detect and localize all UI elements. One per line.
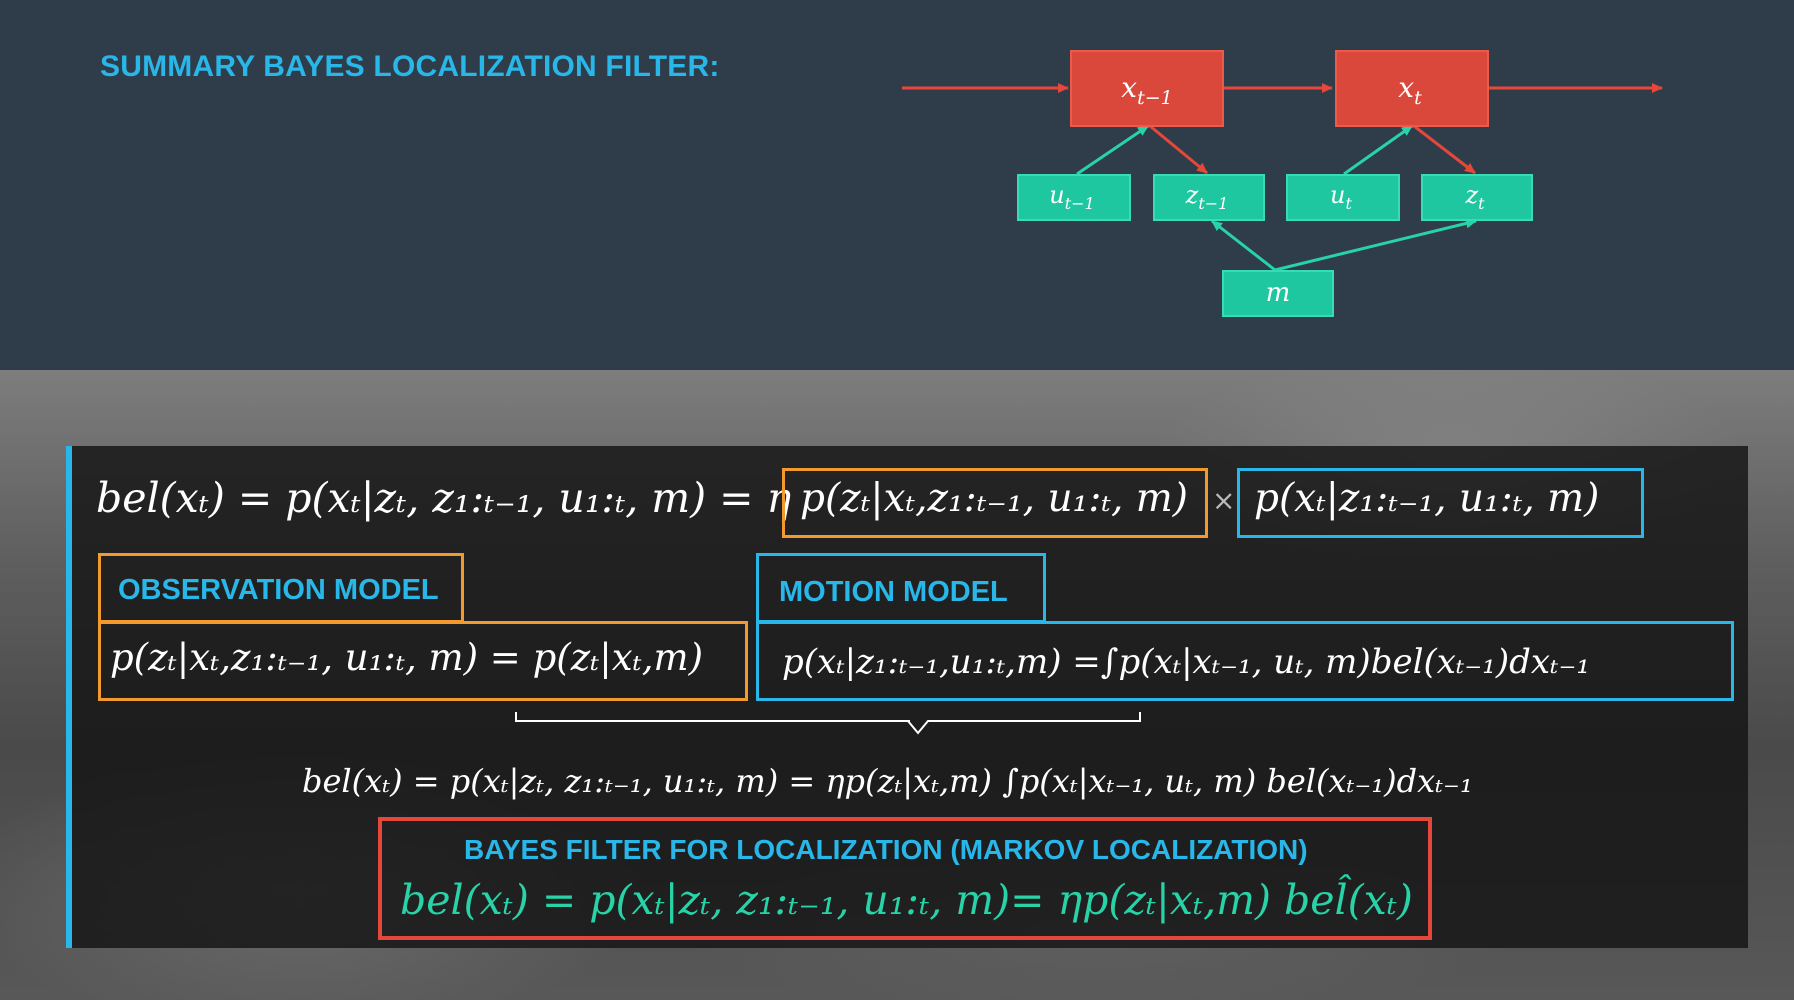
arrow-xcurr-zcurr	[1413, 124, 1476, 175]
node-u-prev: ut−1	[1017, 174, 1131, 221]
main-obs-box	[782, 468, 1208, 538]
node-z-prev: zt−1	[1153, 174, 1265, 221]
main-motion-box	[1237, 468, 1644, 538]
node-z-prev-label: z	[1185, 181, 1199, 209]
node-z-prev-sub: t−1	[1198, 194, 1228, 213]
node-z-curr-sub: t	[1478, 194, 1485, 213]
svg-text:ut−1: ut−1	[1049, 181, 1094, 213]
svg-text:xt−1: xt−1	[1121, 71, 1172, 109]
node-x-curr: xt	[1335, 50, 1489, 127]
obs-model-equation: p(zₜ|xₜ,z₁:ₜ₋₁, u₁:ₜ, m) = p(zₜ|xₜ,m)	[110, 636, 704, 679]
node-u-prev-label: u	[1049, 181, 1064, 209]
main-equation-motion: p(xₜ|z₁:ₜ₋₁, u₁:ₜ, m)	[1254, 476, 1600, 521]
svg-text:xt: xt	[1398, 71, 1422, 109]
bayes-network-diagram: xt−1 xt ut−1 zt−1 ut zt m	[902, 50, 1663, 317]
svg-text:zt: zt	[1464, 181, 1485, 213]
arrow-map-zcurr	[1274, 218, 1477, 272]
obs-model-label: OBSERVATION MODEL	[118, 574, 439, 606]
node-x-prev-sub: t−1	[1137, 87, 1173, 109]
node-u-prev-sub: t−1	[1065, 194, 1095, 213]
node-map-label: m	[1266, 278, 1291, 308]
node-z-curr-label: z	[1464, 181, 1478, 209]
node-u-curr-label: u	[1330, 181, 1345, 209]
final-box	[378, 817, 1432, 940]
combined-equation: bel(xₜ) = p(xₜ|zₜ, z₁:ₜ₋₁, u₁:ₜ, m) = ηp…	[302, 762, 1473, 800]
node-u-curr: ut	[1286, 174, 1400, 221]
main-equation-left: bel(xₜ) = p(xₜ|zₜ, z₁:ₜ₋₁, u₁:ₜ, m) = η	[96, 474, 792, 522]
svg-text:zt−1: zt−1	[1185, 181, 1229, 213]
motion-model-equation: p(xₜ|z₁:ₜ₋₁,u₁:ₜ,m) =∫p(xₜ|xₜ₋₁, uₜ, m)b…	[782, 642, 1591, 682]
motion-eq-box	[756, 621, 1734, 701]
main-equation-obs: p(zₜ|xₜ,z₁:ₜ₋₁, u₁:ₜ, m)	[800, 476, 1188, 521]
node-x-curr-sub: t	[1414, 87, 1422, 109]
node-x-curr-label: x	[1398, 71, 1414, 104]
node-x-prev-label: x	[1121, 71, 1137, 104]
arrow-ucurr-xcurr	[1343, 124, 1413, 176]
arrow-uprev-xprev	[1076, 124, 1149, 176]
node-u-curr-sub: t	[1346, 194, 1353, 213]
node-map: m	[1222, 270, 1334, 317]
page-title: SUMMARY BAYES LOCALIZATION FILTER:	[100, 50, 720, 83]
obs-eq-box	[98, 621, 748, 701]
node-x-prev: xt−1	[1070, 50, 1224, 127]
node-z-curr: zt	[1421, 174, 1533, 221]
svg-text:ut: ut	[1330, 181, 1352, 213]
final-equation: bel(xₜ) = p(xₜ|zₜ, z₁:ₜ₋₁, u₁:ₜ, m)= ηp(…	[400, 876, 1413, 924]
combine-brace	[515, 712, 1141, 735]
final-label: BAYES FILTER FOR LOCALIZATION (MARKOV LO…	[464, 834, 1308, 865]
equations-panel	[66, 446, 1748, 948]
arrow-map-zprev	[1211, 219, 1276, 272]
motion-model-label: MOTION MODEL	[779, 576, 1008, 608]
arrow-xprev-zprev	[1149, 124, 1208, 175]
main-times-sign: ×	[1212, 484, 1236, 517]
